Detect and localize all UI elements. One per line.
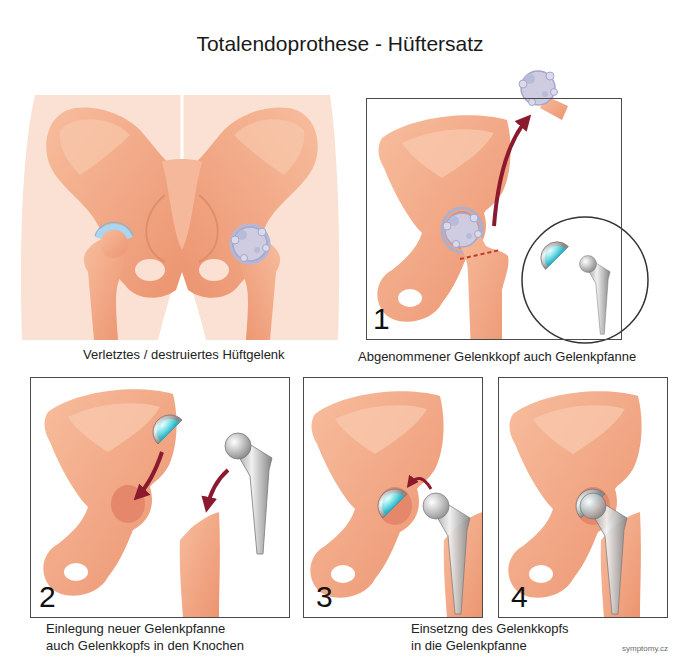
prosthesis-cup	[534, 235, 568, 269]
cut-line	[460, 250, 500, 259]
callout-number: 4	[511, 581, 528, 613]
prosthesis-stem	[225, 433, 272, 554]
body-silhouette	[21, 95, 339, 340]
sacrum	[162, 159, 202, 250]
diagram-title: Totalendoprothese - Hüftersatz	[0, 31, 680, 57]
step-panel: 2Einlegung neuer Gelenkpfanne auch Gelen…	[30, 377, 290, 618]
bone-highlight	[60, 119, 130, 175]
insert-arrow	[409, 478, 431, 489]
cartilage-edge	[95, 222, 133, 236]
hemipelvis	[310, 391, 443, 597]
panel-3-art	[310, 391, 482, 617]
watermark: symptomy.cz	[622, 644, 668, 653]
implant-inset	[522, 217, 648, 343]
callout-number: 3	[316, 581, 333, 613]
hemipelvis	[43, 389, 176, 595]
step-panel: 4	[498, 377, 668, 618]
prosthesis-cup	[371, 482, 407, 518]
callout-number: 1	[373, 303, 390, 335]
step-panel: 1Abgenommener Gelenkkopf auch Gelenkpfan…	[366, 98, 622, 340]
prosthesis-stem	[580, 493, 627, 614]
damaged-femoral-head	[443, 213, 482, 248]
prosthesis-stem	[580, 256, 611, 335]
removed-head	[519, 71, 568, 120]
panel-2-art	[43, 389, 220, 617]
step-caption: Einsetzng des Gelenkkopfs in die Gelenkp…	[411, 620, 576, 654]
inset-circle	[522, 217, 648, 343]
pelvic-brim	[146, 195, 165, 262]
pelvis-front-view	[21, 95, 339, 340]
step-caption: Einlegung neuer Gelenkpfanne auch Gelenk…	[46, 620, 248, 654]
panel-4-art	[508, 391, 641, 617]
step-panel: 3Einsetzng des Gelenkkopfs in die Gelenk…	[303, 377, 483, 618]
femoral-head	[100, 230, 128, 258]
resected-femur	[180, 512, 220, 617]
removal-arrow	[494, 118, 528, 226]
figure-caption: Verletztes / destruiertes Hüftgelenk	[83, 347, 285, 362]
panel-1-art	[377, 115, 510, 339]
prosthesis-cup	[146, 408, 182, 444]
damaged-femoral-head	[519, 71, 558, 106]
insert-arrow	[137, 452, 162, 497]
prosthesis-stem	[423, 493, 470, 614]
insert-arrow	[207, 470, 228, 508]
step-caption: Abgenommener Gelenkkopf auch Gelenkpfann…	[356, 348, 638, 365]
damaged-femoral-head	[231, 227, 270, 262]
cartilage	[98, 227, 130, 238]
callout-number: 2	[39, 581, 56, 613]
damaged-socket	[231, 225, 269, 263]
obturator-foramen	[135, 259, 165, 281]
